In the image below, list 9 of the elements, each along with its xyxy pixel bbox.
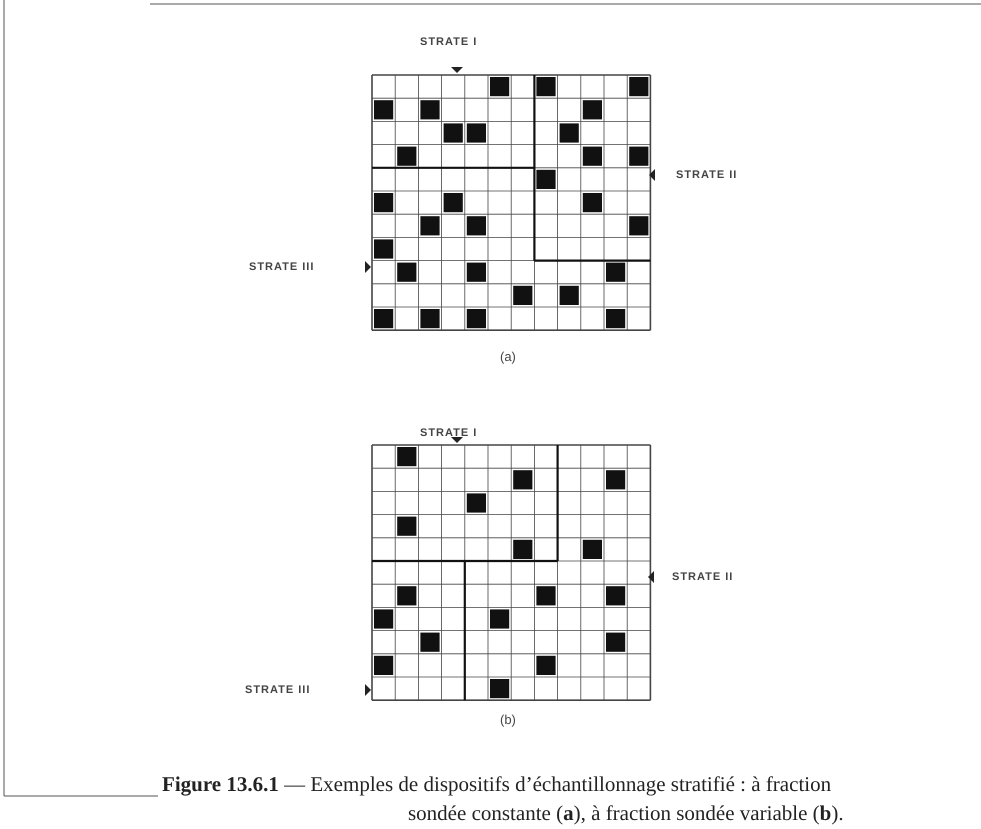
- panel-label: (a): [500, 350, 516, 363]
- stratum-label: STRATE I: [420, 36, 478, 49]
- stratum-label: STRATE III: [245, 684, 310, 697]
- stratum-label: STRATE II: [676, 169, 738, 182]
- panel-label: (b): [500, 713, 516, 726]
- stratum-label: STRATE I: [420, 427, 478, 440]
- figure-caption: Figure 13.6.1 — Exemples de dispositifs d’échantillonnage stratifié : à fraction sondée constante (a), à fraction sondée variable (b).: [162, 771, 845, 827]
- stratum-label: STRATE II: [672, 571, 734, 584]
- stratum-label: STRATE III: [249, 261, 314, 274]
